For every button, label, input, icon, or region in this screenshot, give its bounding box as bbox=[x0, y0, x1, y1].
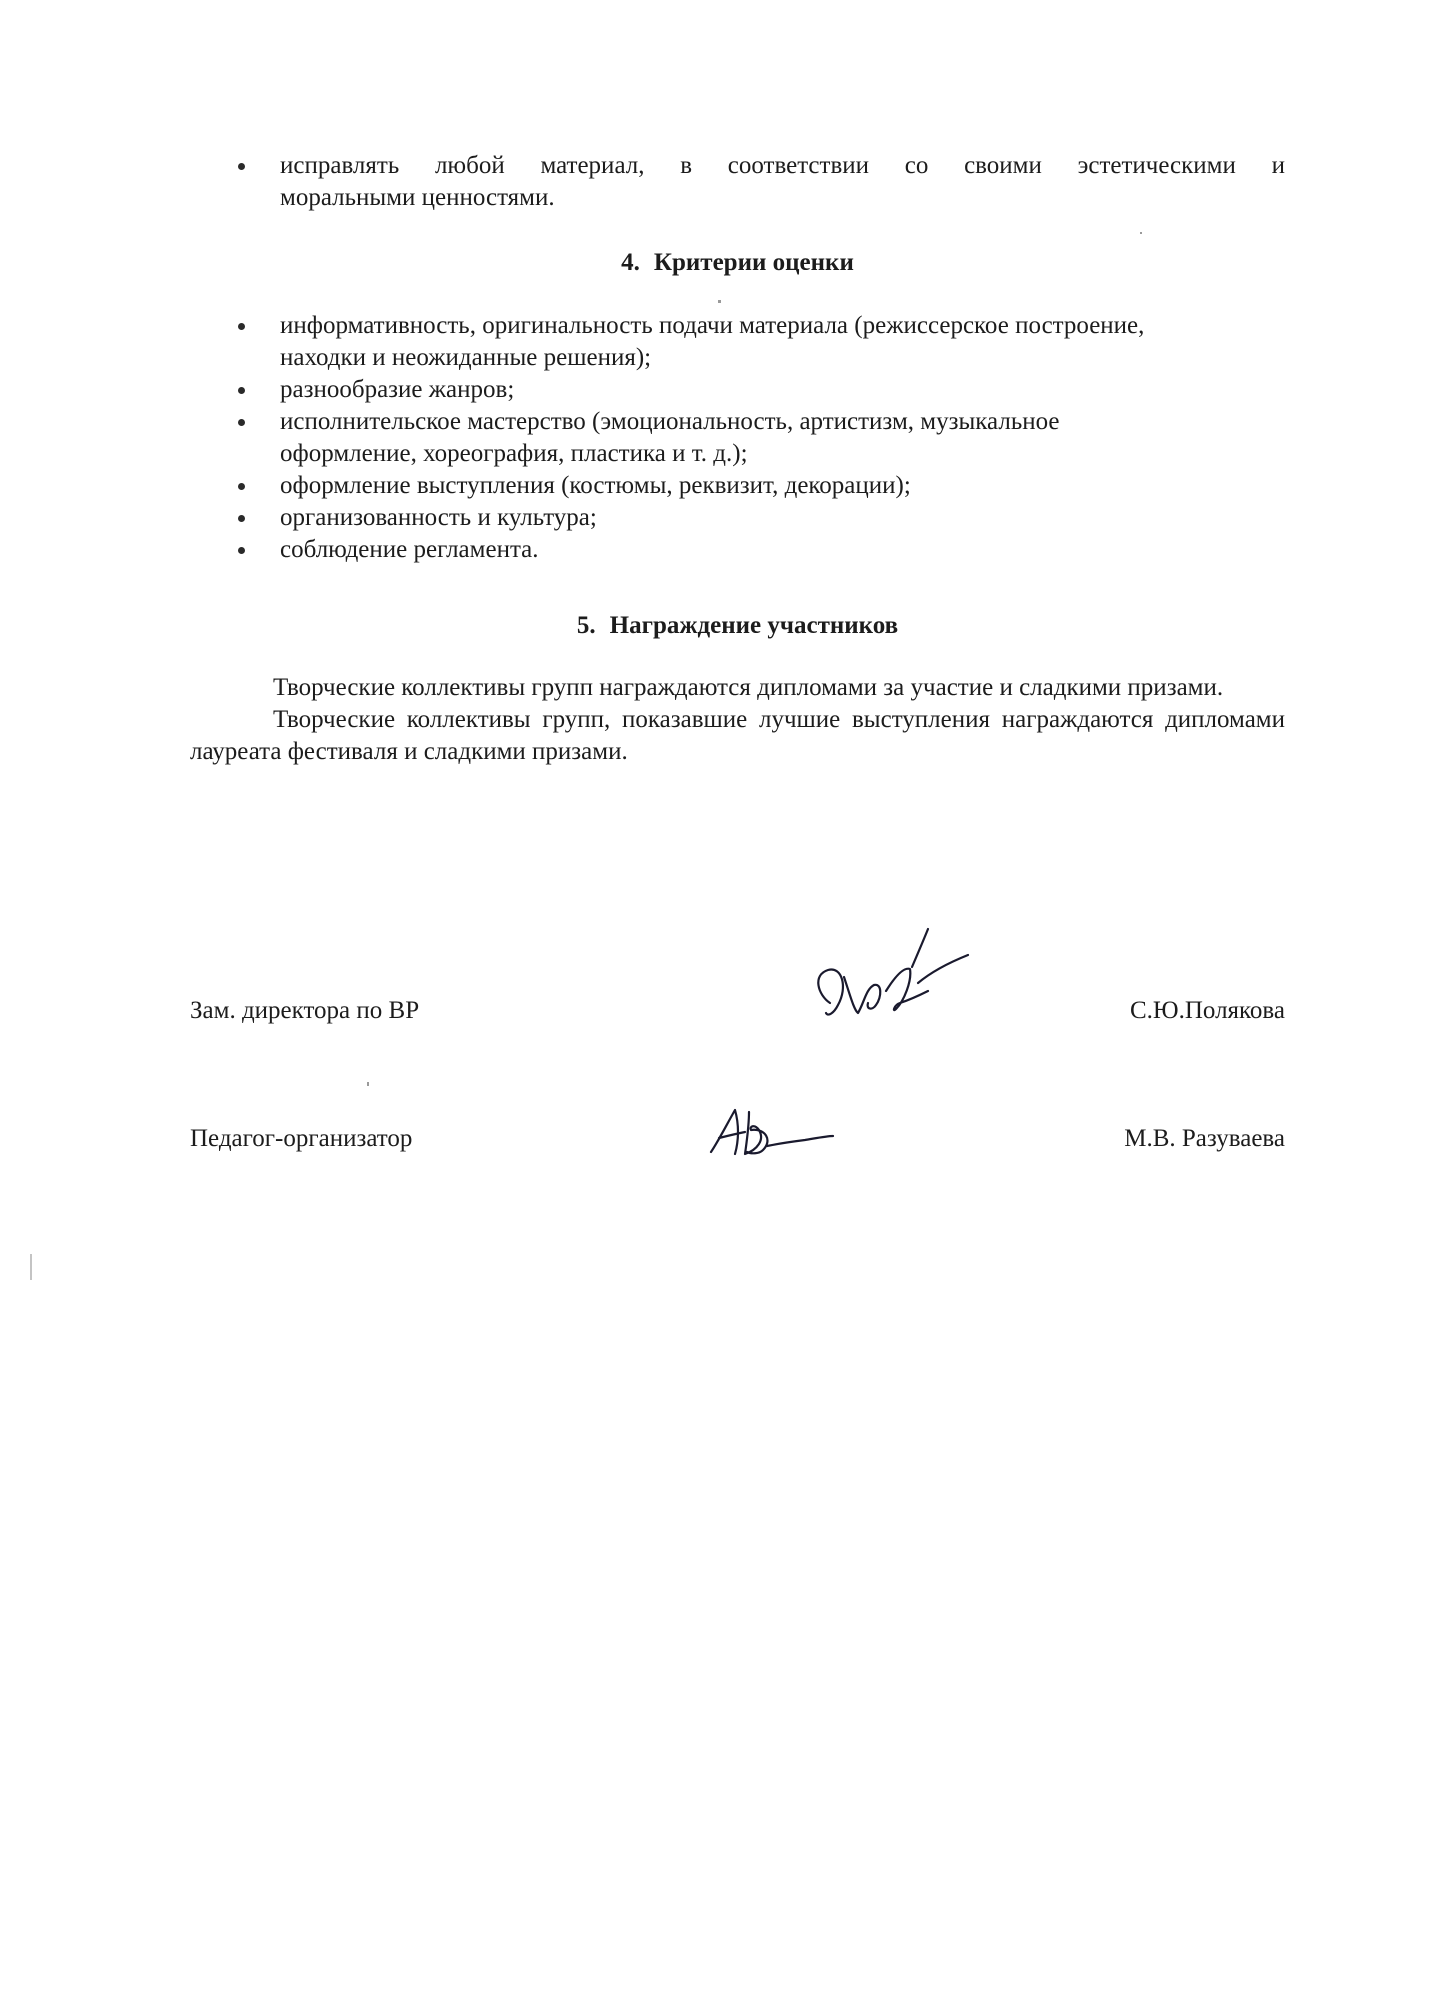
bullet-dot-icon bbox=[238, 163, 245, 170]
criteria-list: информативность, оригинальность подачи м… bbox=[190, 310, 1285, 566]
list-item: исправлять любой материал, в соответстви… bbox=[190, 150, 1285, 214]
paragraph: Творческие коллективы групп, показавшие … bbox=[190, 706, 1285, 765]
signatory-role: Зам. директора по ВР bbox=[190, 997, 420, 1024]
scan-speck bbox=[367, 1082, 369, 1086]
list-item-line: соблюдение регламента. bbox=[280, 536, 539, 563]
scan-speck bbox=[718, 300, 721, 303]
bullet-dot-icon bbox=[238, 387, 245, 394]
section-title: Награждение участников bbox=[609, 612, 899, 639]
section-number: 5. bbox=[576, 612, 596, 639]
list-item-line: оформление выступления (костюмы, реквизи… bbox=[280, 472, 911, 499]
list-item: соблюдение регламента. bbox=[190, 534, 1285, 566]
bullet-dot-icon bbox=[238, 323, 245, 330]
signature-row: Зам. директора по ВР С.Ю.Полякова bbox=[190, 995, 1285, 1035]
list-item-line: исправлять любой материал, в соответстви… bbox=[280, 152, 1285, 179]
bullet-dot-icon bbox=[238, 419, 245, 426]
scan-speck bbox=[1140, 232, 1142, 234]
list-item: исполнительское мастерство (эмоционально… bbox=[190, 406, 1285, 470]
list-item-line: информативность, оригинальность подачи м… bbox=[280, 312, 1145, 339]
section-4-heading: 4. Критерии оценки bbox=[190, 247, 1285, 279]
list-item-line: находки и неожиданные решения); bbox=[280, 344, 652, 371]
list-item: информативность, оригинальность подачи м… bbox=[190, 310, 1285, 374]
list-item: организованность и культура; bbox=[190, 502, 1285, 534]
list-item-line: разнообразие жанров; bbox=[280, 376, 515, 403]
list-item: оформление выступления (костюмы, реквизи… bbox=[190, 470, 1285, 502]
list-item-line: исполнительское мастерство (эмоционально… bbox=[280, 408, 1060, 435]
list-item-line: оформление, хореография, пластика и т. д… bbox=[280, 440, 748, 467]
scan-speck bbox=[30, 1254, 32, 1280]
section-title: Критерии оценки bbox=[653, 249, 854, 276]
bullet-dot-icon bbox=[238, 483, 245, 490]
bullet-dot-icon bbox=[238, 547, 245, 554]
bullet-dot-icon bbox=[238, 515, 245, 522]
awards-text: Творческие коллективы групп награждаются… bbox=[190, 672, 1285, 768]
paragraph: Творческие коллективы групп награждаются… bbox=[273, 674, 1224, 701]
signatory-role: Педагог-организатор bbox=[190, 1125, 413, 1152]
intro-bullet-block: исправлять любой материал, в соответстви… bbox=[190, 150, 1285, 214]
list-item-line: организованность и культура; bbox=[280, 504, 597, 531]
list-item-line: моральными ценностями. bbox=[280, 184, 555, 211]
signatory-name: С.Ю.Полякова bbox=[1129, 997, 1285, 1024]
list-item: разнообразие жанров; bbox=[190, 374, 1285, 406]
signatory-name: М.В. Разуваева bbox=[1124, 1125, 1285, 1152]
section-number: 4. bbox=[621, 249, 640, 276]
section-5-heading: 5. Награждение участников bbox=[190, 610, 1285, 642]
handwritten-signature bbox=[800, 925, 970, 1040]
signature-row: Педагог-организатор М.В. Разуваева bbox=[190, 1123, 1285, 1163]
handwritten-signature bbox=[705, 1100, 835, 1170]
